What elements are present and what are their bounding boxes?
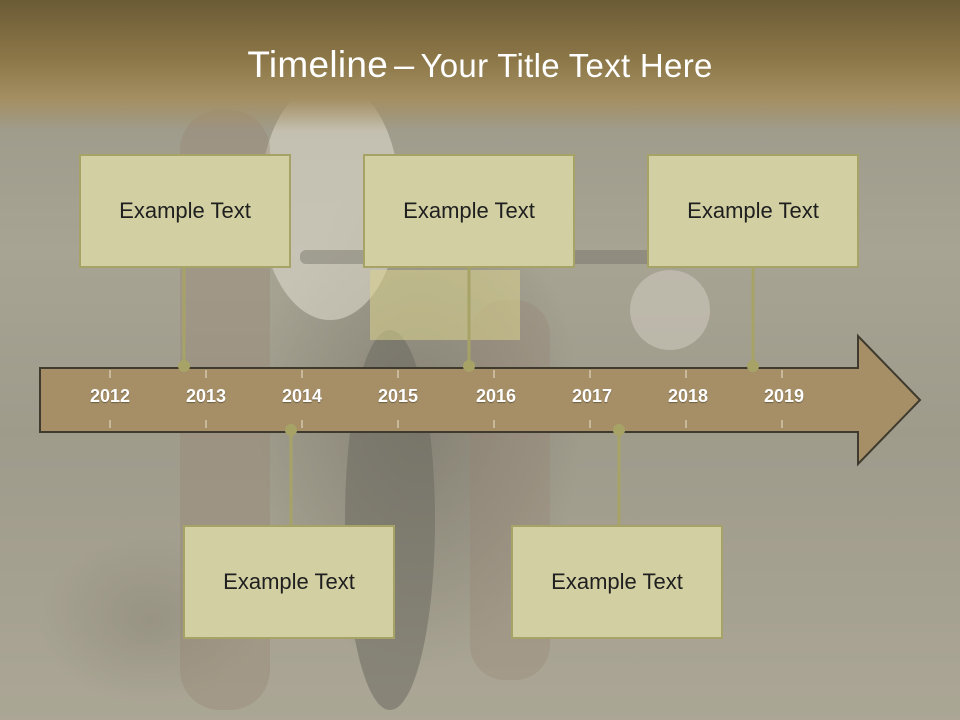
year-label-2018: 2018 xyxy=(667,386,709,406)
event-box-bottom-2[interactable]: Example Text xyxy=(511,525,723,639)
top-connectors xyxy=(178,268,759,372)
year-label-2014: 2014 xyxy=(281,386,323,406)
year-label-2015: 2015 xyxy=(377,386,419,406)
bottom-connectors xyxy=(285,424,625,527)
year-label-2012: 2012 xyxy=(89,386,131,406)
event-text: Example Text xyxy=(551,569,683,594)
year-label-2013: 2013 xyxy=(185,386,227,406)
year-label-2016: 2016 xyxy=(475,386,517,406)
event-text: Example Text xyxy=(119,198,251,223)
event-text: Example Text xyxy=(403,198,535,223)
event-box-top-1[interactable]: Example Text xyxy=(79,154,291,268)
title-separator: – xyxy=(394,44,415,85)
title-main: Timeline xyxy=(247,44,389,85)
year-ticks xyxy=(109,370,783,428)
year-label-2017: 2017 xyxy=(571,386,613,406)
year-label-2019: 2019 xyxy=(763,386,805,406)
event-box-top-3[interactable]: Example Text xyxy=(647,154,859,268)
title-band: Timeline–Your Title Text Here xyxy=(0,0,960,132)
event-box-top-2[interactable]: Example Text xyxy=(363,154,575,268)
title-subtitle: Your Title Text Here xyxy=(420,47,713,84)
arrow-shape xyxy=(39,333,922,467)
event-text: Example Text xyxy=(687,198,819,223)
slide-title: Timeline–Your Title Text Here xyxy=(0,44,960,86)
event-text: Example Text xyxy=(223,569,355,594)
event-box-bottom-1[interactable]: Example Text xyxy=(183,525,395,639)
